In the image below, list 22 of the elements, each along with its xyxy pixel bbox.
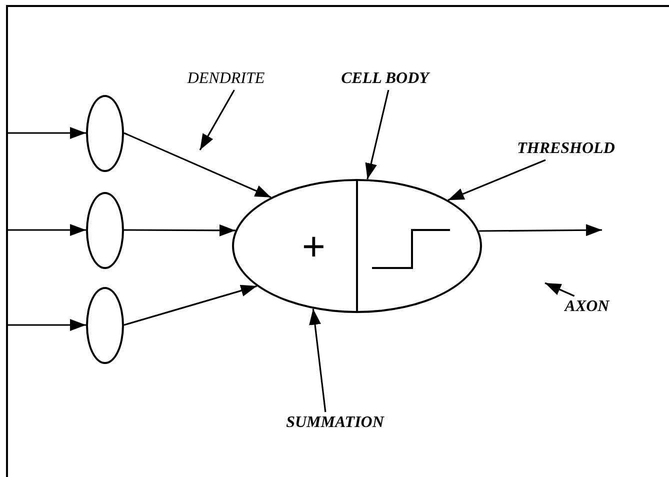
leader-arrow [309, 308, 326, 412]
leader-arrow [199, 90, 235, 150]
arrow [124, 132, 272, 198]
dendrite-ellipse [86, 287, 124, 364]
arrow [124, 284, 258, 326]
arrow [8, 319, 86, 331]
summation-label: SUMMATION [286, 415, 384, 431]
dendrite-label: DENDRITE [187, 71, 265, 87]
plus-sign: + [302, 227, 326, 267]
cell-body-label: CELL BODY [341, 71, 429, 87]
leader-arrow [544, 282, 575, 297]
cell-body-ellipse [232, 179, 482, 313]
arrow [124, 224, 236, 236]
leader-arrow [365, 90, 390, 180]
dendrite-ellipse [86, 192, 124, 269]
arrow [8, 127, 86, 139]
axon-label: AXON [564, 299, 610, 315]
threshold-label: THRESHOLD [517, 141, 615, 157]
leader-arrow [448, 159, 546, 201]
dendrite-ellipse [86, 95, 124, 172]
arrow [478, 224, 602, 236]
arrow [8, 224, 86, 236]
